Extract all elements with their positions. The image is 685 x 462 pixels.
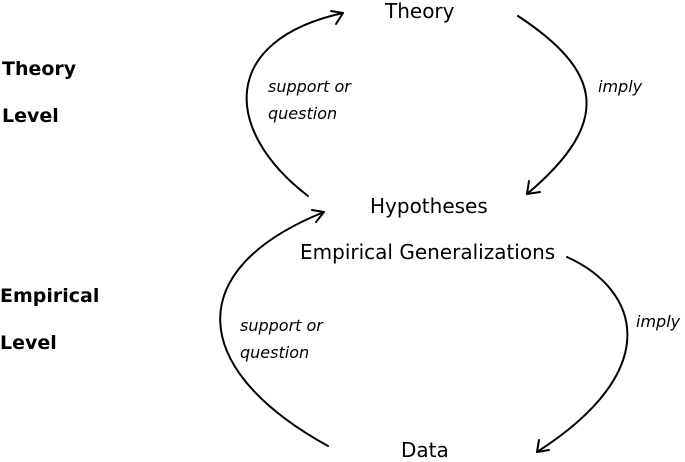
arrow-imply-upper — [517, 15, 588, 195]
empirical-generalizations-node: Empirical Generalizations — [300, 240, 556, 264]
edge-label-imply-upper: imply — [598, 77, 643, 96]
data-node: Data — [401, 438, 449, 462]
theory-node: Theory — [385, 0, 455, 23]
edge-label-support-or-question-lower: support or question — [240, 316, 323, 362]
arrowhead-imply-upper — [526, 180, 541, 195]
empirical-level-label-line2: Level — [0, 332, 57, 354]
empirical-level-label-line1: Empirical — [0, 285, 100, 307]
edge-label-imply-lower: imply — [636, 312, 681, 331]
arrowhead-imply-lower — [536, 439, 550, 453]
arrowhead-support-upper — [330, 10, 344, 25]
arrow-imply-lower — [536, 256, 629, 453]
theory-level-label-line2: Level — [2, 105, 59, 127]
arrow-support-upper — [245, 12, 344, 197]
arrow-support-lower — [219, 211, 329, 447]
arrowhead-support-lower — [311, 209, 325, 223]
edge-label-support-or-question-upper: support or question — [268, 77, 351, 123]
theory-level-label-line1: Theory — [2, 58, 77, 80]
hypotheses-node: Hypotheses — [370, 194, 488, 218]
